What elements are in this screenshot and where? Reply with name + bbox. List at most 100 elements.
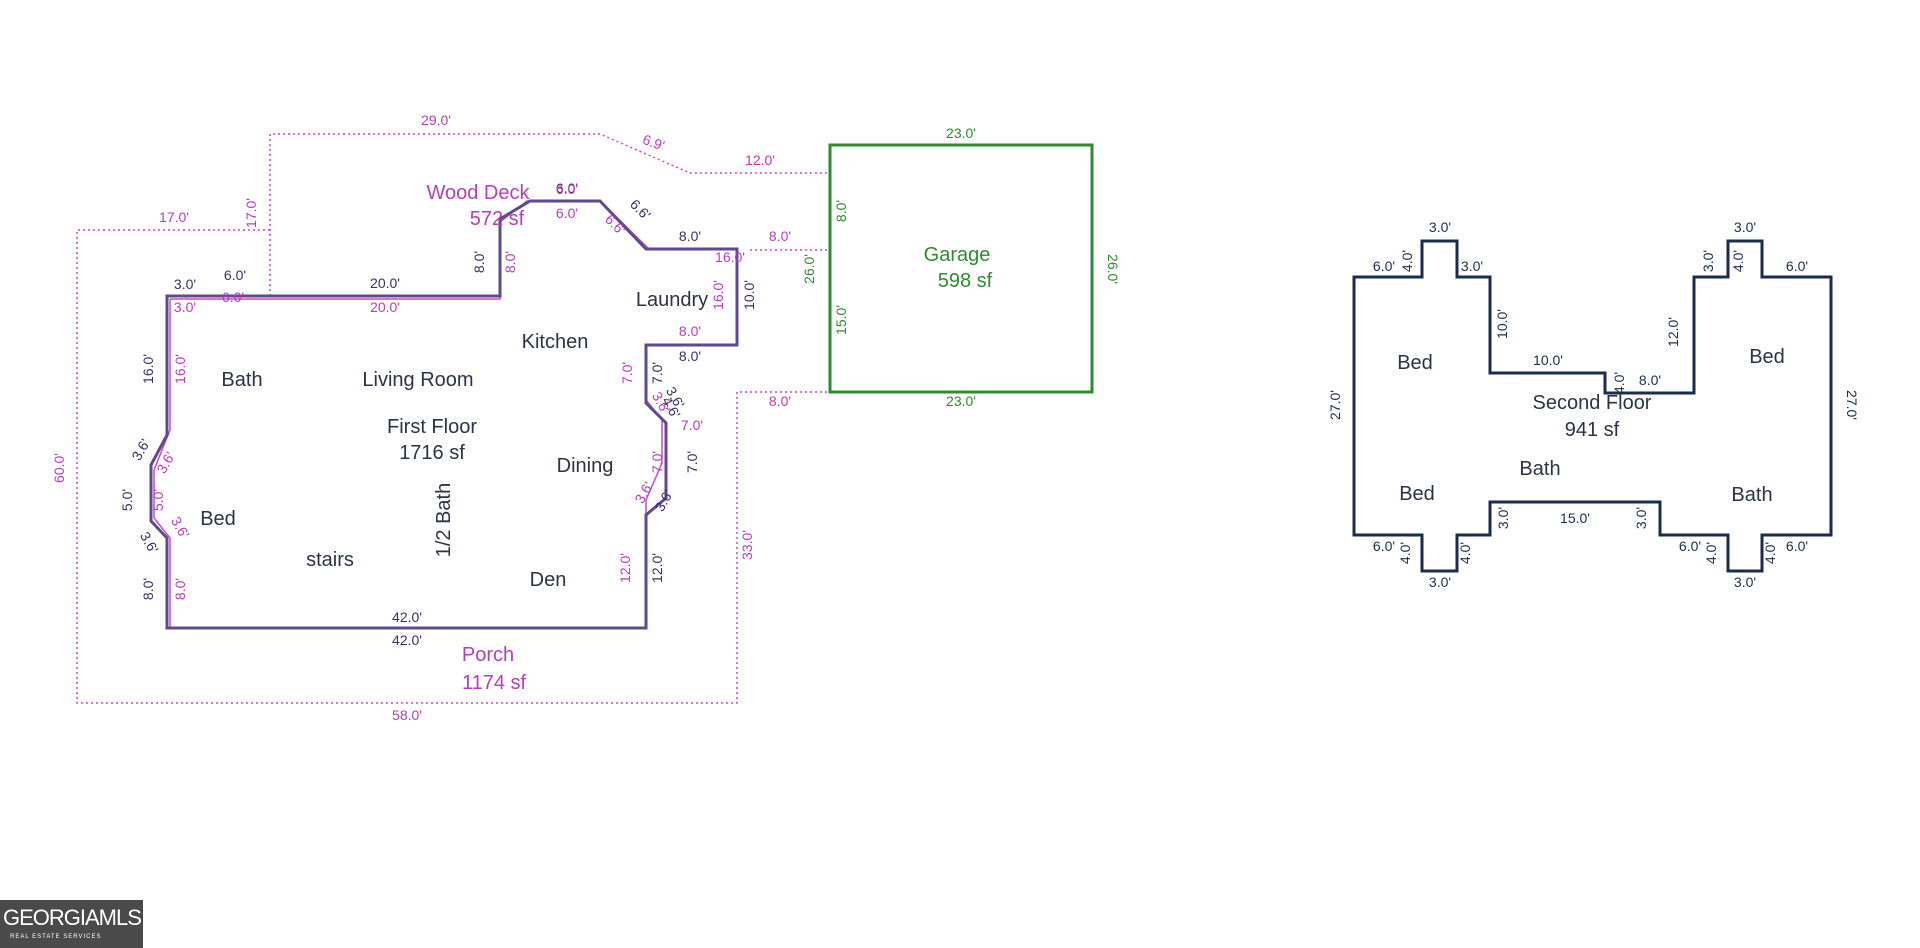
porch-outline [76, 229, 832, 704]
floor1-dims-33: 16.0' [172, 354, 188, 384]
floor1-rooms-2: Kitchen [522, 331, 589, 353]
floor1-dims-25: 7.0' [681, 417, 703, 433]
floor1-dims-17: 8.0' [679, 348, 701, 364]
deck-area: 572 sf [470, 208, 525, 230]
floor1-dims-39: 3.6' [168, 514, 193, 541]
floor1-dims-32: 16.0' [140, 354, 156, 384]
floor1-dims-16: 8.0' [679, 323, 701, 339]
floor1-dims-34: 3.6' [128, 436, 153, 463]
floor1-dims-28: 12.0' [617, 553, 633, 583]
porch-area: 1174 sf [462, 672, 527, 694]
floor2-dims-3: 3.0' [1461, 258, 1483, 274]
garage-area: 598 sf [938, 270, 993, 292]
floor2-dims-5: 10.0' [1533, 352, 1563, 368]
floor2-dims-22: 6.0' [1679, 538, 1701, 554]
garage-dims-1: 23.0' [946, 393, 976, 409]
floor1-dims-6: 8.0' [471, 251, 487, 273]
floor2-dims-19: 4.0' [1397, 542, 1413, 564]
floor2-dims-9: 3.0' [1734, 219, 1756, 235]
floor2-dims-16: 3.0' [1495, 507, 1511, 529]
floor1-dims-10: 6.6' [627, 196, 654, 223]
floor2-dims-13: 27.0' [1327, 390, 1343, 420]
logo-sub-text: REAL ESTATE SERVICES [10, 934, 102, 940]
floor1-dims-18: 7.0' [619, 362, 635, 384]
floor2-dims-12: 6.0' [1786, 258, 1808, 274]
garage-dims-5: 15.0' [833, 305, 849, 335]
floor2-dims-6: 4.0' [1611, 372, 1627, 394]
floor2-dims-11: 3.0' [1700, 250, 1716, 272]
garage-dims-2: 26.0' [801, 254, 817, 284]
deck-dims-1: 6.9' [641, 131, 667, 154]
garage-dims-3: 26.0' [1105, 254, 1121, 284]
floor2-rooms-3: Bath [1519, 458, 1560, 480]
porch-dims-2: 33.0' [739, 530, 755, 560]
floor1-dims-29: 12.0' [649, 553, 665, 583]
floor2-dims-0: 3.0' [1429, 219, 1451, 235]
porch-dims-0: 58.0' [392, 707, 422, 723]
wood-deck-outline [269, 133, 827, 296]
floor1-dims-40: 8.0' [140, 578, 156, 600]
floor1-dims-41: 8.0' [172, 578, 188, 600]
floor1-dims-7: 8.0' [502, 251, 518, 273]
floor1-dims-2: 6.0' [222, 289, 244, 305]
floor1-area-label: First Floor [387, 416, 477, 438]
porch-name: Porch [462, 644, 514, 666]
floor2-area-label: Second Floor [1533, 392, 1652, 414]
floor2-dims-10: 4.0' [1730, 250, 1746, 272]
floor1-dims-8: 6.0' [556, 180, 578, 196]
porch-dims-1: 60.0' [51, 453, 67, 483]
floor1-dims-19: 7.0' [649, 362, 665, 384]
porch-dims-3: 8.0' [769, 393, 791, 409]
floor2-dims-23: 4.0' [1703, 542, 1719, 564]
floor1-dims-24: 7.0' [684, 451, 700, 473]
garage-outline [828, 143, 1094, 394]
floor2-dims-25: 4.0' [1762, 542, 1778, 564]
floor2-dims-2: 4.0' [1399, 250, 1415, 272]
floor2-dims-21: 4.0' [1457, 542, 1473, 564]
deck-dims-4: 17.0' [243, 198, 259, 228]
floor1-rooms-0: Bath [221, 369, 262, 391]
floor1-dims-37: 5.0' [150, 489, 166, 511]
floor2-dims-24: 3.0' [1734, 574, 1756, 590]
floor1-rooms-6: stairs [306, 549, 354, 571]
floor1-dims-36: 5.0' [119, 489, 135, 511]
floor1-dims-3: 3.0' [174, 276, 196, 292]
floor2-dims-14: 27.0' [1844, 390, 1860, 420]
first-floor-outline [149, 199, 739, 630]
floor2-rooms-2: Bed [1399, 483, 1435, 505]
floor1-dims-26: 3.6' [631, 479, 656, 506]
second-floor-outline [1352, 239, 1833, 573]
floor1-rooms-5: Bed [200, 508, 236, 530]
floor2-dims-17: 3.0' [1633, 507, 1649, 529]
floor1-dims-0: 6.0' [224, 267, 246, 283]
floor1-dims-5: 20.0' [370, 299, 400, 315]
floor2-rooms-4: Bath [1731, 484, 1772, 506]
deck-dims-5: 6.0' [556, 181, 578, 197]
garage-name: Garage [924, 244, 991, 266]
deck-dims-6: 8.0' [769, 228, 791, 244]
floor1-dims-38: 3.6' [137, 529, 162, 556]
deck-name: Wood Deck [426, 182, 530, 204]
floor2-dims-15: 15.0' [1560, 510, 1590, 526]
floor1-area-value: 1716 sf [399, 442, 465, 464]
floor2-dims-26: 6.0' [1786, 538, 1808, 554]
floor1-dims-1: 3.0' [174, 299, 196, 315]
floor1-rooms-4: Dining [557, 455, 614, 477]
floor1-dims-27: 3.6' [651, 487, 676, 514]
floor2-area-value: 941 sf [1565, 419, 1620, 441]
floor1-dims-9: 6.0' [556, 205, 578, 221]
floor2-dims-20: 3.0' [1429, 574, 1451, 590]
floor1-rooms-3: Laundry [636, 289, 708, 311]
floor2-dims-7: 8.0' [1639, 372, 1661, 388]
floor1-dims-31: 42.0' [392, 632, 422, 648]
floor1-rooms-7: 1/2 Bath [433, 483, 455, 558]
floor1-dims-4: 20.0' [370, 275, 400, 291]
floor1-dims-23: 7.0' [649, 451, 665, 473]
deck-dims-3: 17.0' [159, 209, 189, 225]
floor2-dims-8: 12.0' [1665, 317, 1681, 347]
floor2-rooms-0: Bed [1397, 352, 1433, 374]
georgia-mls-logo: GEORGIAMLS REAL ESTATE SERVICES [0, 900, 143, 948]
floor1-rooms-1: Living Room [362, 369, 473, 391]
logo-main-text: GEORGIAMLS [3, 905, 142, 930]
